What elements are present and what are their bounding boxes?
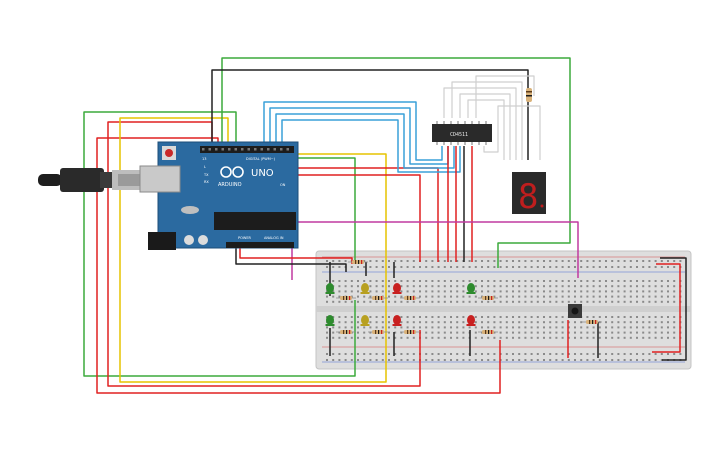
led-yellow-6[interactable] (360, 315, 370, 326)
wire-blue-1[interactable] (263, 101, 443, 161)
led-green-1[interactable] (325, 283, 335, 294)
led-green-4[interactable] (466, 283, 476, 294)
power-pins-label: POWER (238, 236, 252, 240)
tx-label: TX (203, 173, 209, 177)
wire-green-outer[interactable] (83, 111, 356, 377)
wire-white-1[interactable] (443, 87, 517, 160)
resistor-6[interactable] (368, 330, 388, 334)
push-button[interactable] (568, 304, 582, 318)
rx-label: RX (204, 180, 209, 184)
wire-red-5v[interactable] (239, 248, 353, 264)
wire-red-outer[interactable] (96, 137, 501, 394)
crystal (181, 206, 199, 214)
led-red-7[interactable] (392, 315, 402, 326)
resistor-3[interactable] (400, 296, 420, 300)
wire-green-top[interactable] (221, 57, 571, 268)
arduino-uno-board[interactable]: ARDUINO UNO DIGITAL (PWM~) POWER ANALOG … (139, 141, 299, 250)
cd4511-decoder[interactable]: CD4511 (432, 121, 492, 145)
wire-layer (83, 57, 687, 394)
resistor-8[interactable] (478, 330, 498, 334)
seven-segment-display[interactable]: 8 (512, 172, 546, 217)
led-yellow-2[interactable] (360, 283, 370, 294)
usb-cable (38, 168, 142, 192)
resistor-9[interactable] (582, 320, 602, 324)
led-l-label: L (204, 165, 206, 169)
wire-white-3[interactable] (459, 93, 511, 160)
resistor-2[interactable] (368, 296, 388, 300)
wire-white-2[interactable] (451, 81, 523, 160)
breadboard (315, 250, 692, 370)
resistor-5[interactable] (336, 330, 356, 334)
analog-pins-label: ANALOG IN (264, 236, 284, 240)
wire-black-gnd[interactable] (235, 248, 347, 272)
wire-white-4[interactable] (467, 99, 505, 160)
wire-yellow[interactable] (119, 117, 387, 383)
wire-rail-black-right[interactable] (660, 257, 687, 361)
wire-blue-4[interactable] (281, 119, 461, 173)
resistor-display[interactable] (526, 88, 532, 102)
atmega-chip (214, 212, 296, 230)
breadboard-holes (326, 260, 682, 361)
pin-13-label: 13 (202, 157, 206, 161)
resistor-7[interactable] (400, 330, 420, 334)
capacitor-2 (198, 235, 208, 245)
led-red-3[interactable] (392, 283, 402, 294)
led-green-5[interactable] (325, 315, 335, 326)
on-label: ON (280, 183, 286, 187)
breadboard-parts (325, 260, 602, 334)
resistor-1[interactable] (336, 296, 356, 300)
arduino-brand-label: ARDUINO (218, 182, 242, 188)
digital-header (200, 146, 294, 153)
power-jack (148, 232, 176, 250)
wire-black-top[interactable] (211, 69, 529, 160)
usb-port (139, 165, 181, 193)
power-header (226, 242, 294, 248)
resistor-4[interactable] (478, 296, 498, 300)
decoder-label: CD4511 (450, 132, 468, 138)
arduino-model-label: UNO (251, 168, 274, 179)
wire-rail-red-right[interactable] (652, 263, 681, 353)
resistor-10[interactable] (348, 260, 368, 264)
capacitor-1 (184, 235, 194, 245)
wire-white-5[interactable] (475, 75, 535, 118)
digital-pins-label: DIGITAL (PWM~) (246, 157, 276, 161)
wire-white-6[interactable] (483, 105, 541, 160)
seven-segment-digit: 8 (518, 177, 538, 217)
arduino-logo (220, 166, 244, 178)
wire-red-a[interactable] (286, 174, 421, 262)
wire-magenta[interactable] (284, 221, 579, 278)
wire-blue-3[interactable] (275, 113, 455, 169)
led-red-8[interactable] (466, 315, 476, 326)
